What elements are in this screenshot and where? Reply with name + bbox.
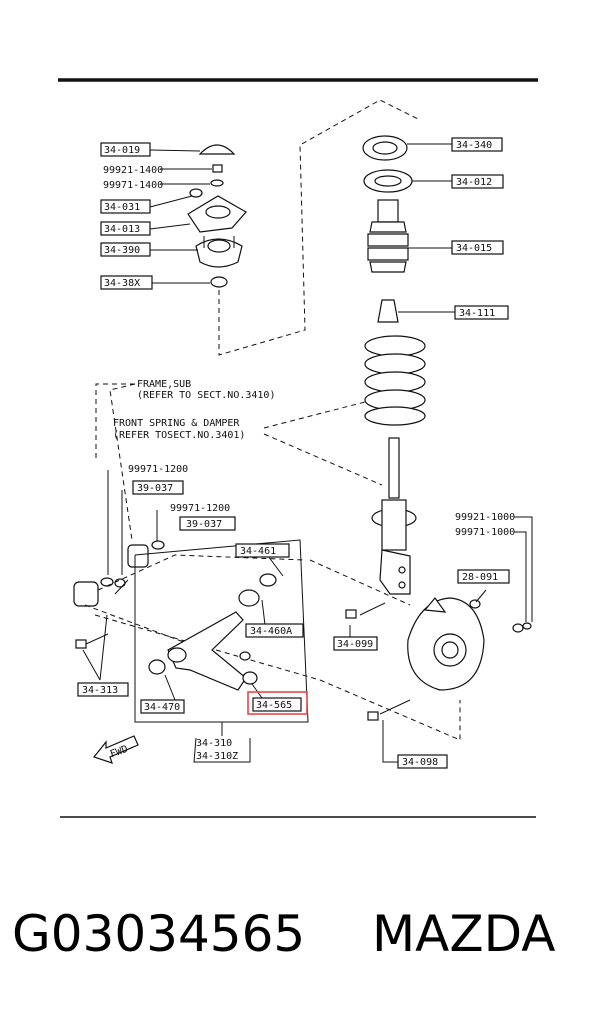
label-box-34-098 [397, 754, 448, 769]
label-box-34-390 [100, 242, 151, 257]
callout-39-037-b[interactable]: 39-037 [186, 519, 222, 530]
callout-34-461[interactable]: 34-461 [240, 546, 276, 557]
callout-34-38x[interactable]: 34-38X [104, 278, 140, 289]
label-box-34-340 [451, 137, 503, 152]
callout-34-390[interactable]: 34-390 [104, 245, 140, 256]
label-box-34-461 [235, 543, 290, 558]
label-box-34-470 [140, 699, 185, 714]
label-box-34-031 [100, 199, 151, 214]
callout-34-098[interactable]: 34-098 [402, 757, 438, 768]
label-box-34-460a [245, 623, 304, 638]
note-spring-line1: FRONT SPRING & DAMPER [113, 418, 240, 429]
knuckle-hub-group [309, 516, 533, 763]
callout-34-310z[interactable]: 34-310Z [196, 751, 238, 762]
callout-39-037-a[interactable]: 39-037 [137, 483, 173, 494]
forward-arrow-icon: FWD [92, 735, 139, 764]
footer: G03034565 MAZDA [0, 905, 600, 975]
callout-34-313[interactable]: 34-313 [82, 685, 118, 696]
brand-text: MAZDA [372, 905, 556, 963]
callout-34-340[interactable]: 34-340 [456, 140, 492, 151]
label-box-28-091 [457, 569, 510, 584]
subframe-bushing-group [73, 470, 321, 681]
label-box-34-013 [100, 221, 151, 236]
strut-mount-group [149, 99, 421, 356]
callout-34-099[interactable]: 34-099 [337, 639, 373, 650]
strut-upper-group [362, 135, 455, 595]
callout-28-091[interactable]: 28-091 [462, 572, 498, 583]
callout-34-013[interactable]: 34-013 [104, 224, 140, 235]
callout-34-111[interactable]: 34-111 [459, 308, 495, 319]
callout-34-015[interactable]: 34-015 [456, 243, 492, 254]
callout-34-012[interactable]: 34-012 [456, 177, 492, 188]
callout-99971-1400[interactable]: 99971-1400 [103, 180, 163, 191]
note-frame-line2: (REFER TO SECT.NO.3410) [137, 390, 275, 401]
callout-34-565[interactable]: 34-565 [256, 700, 292, 711]
callout-99921-1400[interactable]: 99921-1400 [103, 165, 163, 176]
callout-34-031[interactable]: 34-031 [104, 202, 140, 213]
label-box-34-012 [451, 174, 504, 189]
damper [371, 437, 417, 595]
label-box-34-38x [100, 275, 153, 290]
callout-99971-1200-a[interactable]: 99971-1200 [128, 464, 188, 475]
callout-34-470[interactable]: 34-470 [144, 702, 180, 713]
callout-34-310[interactable]: 34-310 [196, 738, 232, 749]
note-frame-line1: FRAME,SUB [137, 379, 191, 390]
label-box-34-015 [451, 240, 504, 255]
callout-34-019[interactable]: 34-019 [104, 145, 140, 156]
highlight-34-565 [247, 691, 308, 715]
label-box-34-019 [100, 142, 151, 157]
note-spring-line2: (REFER TOSECT.NO.3401) [113, 430, 245, 441]
callout-99971-1200-b[interactable]: 99971-1200 [170, 503, 230, 514]
callout-99921-1000[interactable]: 99921-1000 [455, 512, 515, 523]
part-number-text: G03034565 [12, 905, 306, 963]
coil-spring [364, 335, 426, 426]
label-box-34-099 [333, 636, 378, 651]
callout-99971-1000[interactable]: 99971-1000 [455, 527, 515, 538]
label-box-34-111 [454, 305, 509, 320]
label-box-39-037-a [132, 480, 184, 495]
label-box-34-313 [77, 682, 129, 697]
lower-arm-group [134, 539, 309, 723]
callout-34-460a[interactable]: 34-460A [250, 626, 292, 637]
label-box-34-565 [252, 697, 302, 712]
label-box-39-037-b [179, 516, 236, 531]
